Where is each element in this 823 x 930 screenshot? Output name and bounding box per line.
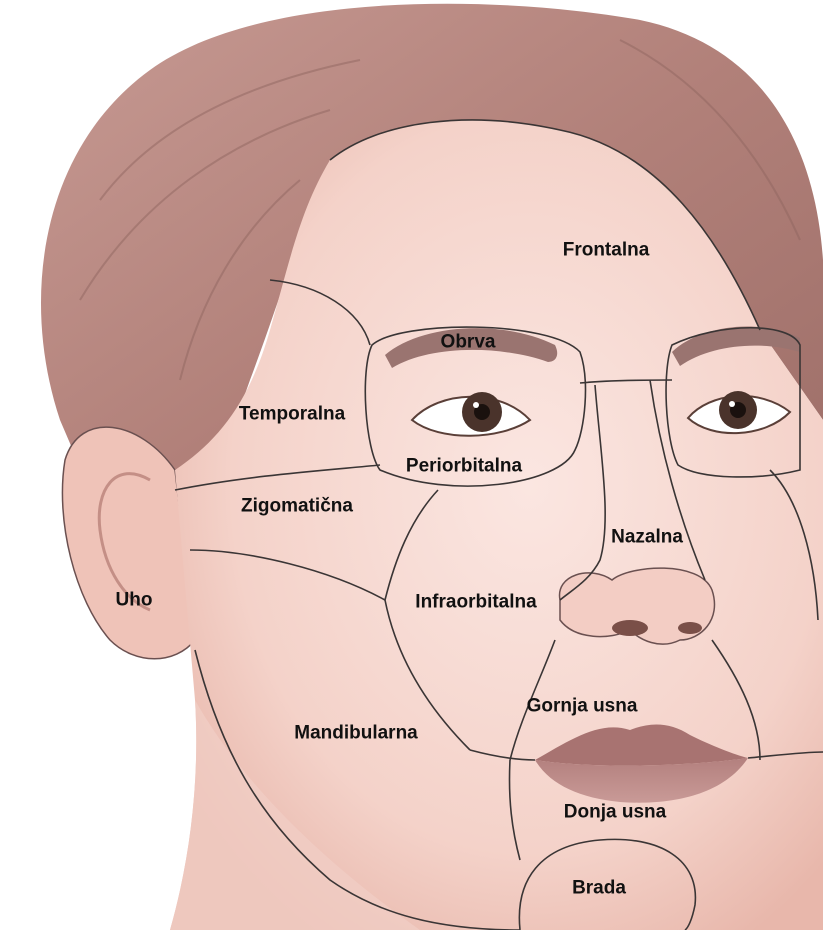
region-label-frontalna: Frontalna [563, 241, 650, 260]
region-label-nazalna: Nazalna [611, 528, 683, 547]
region-label-zigomaticna: Zigomatična [241, 497, 353, 516]
region-label-periorbitalna: Periorbitalna [406, 457, 522, 476]
region-label-donja-usna: Donja usna [564, 803, 666, 822]
left-eye-highlight [473, 402, 479, 408]
right-nostril [678, 622, 702, 634]
region-label-brada: Brada [572, 879, 626, 898]
region-label-uho: Uho [116, 591, 153, 610]
region-label-gornja-usna: Gornja usna [527, 697, 638, 716]
region-label-infraorbitalna: Infraorbitalna [415, 593, 536, 612]
region-label-mandibularna: Mandibularna [294, 724, 418, 743]
region-label-temporalna: Temporalna [239, 405, 345, 424]
left-nostril [612, 620, 648, 636]
region-label-obrva: Obrva [441, 333, 496, 352]
right-eye-highlight [729, 401, 735, 407]
